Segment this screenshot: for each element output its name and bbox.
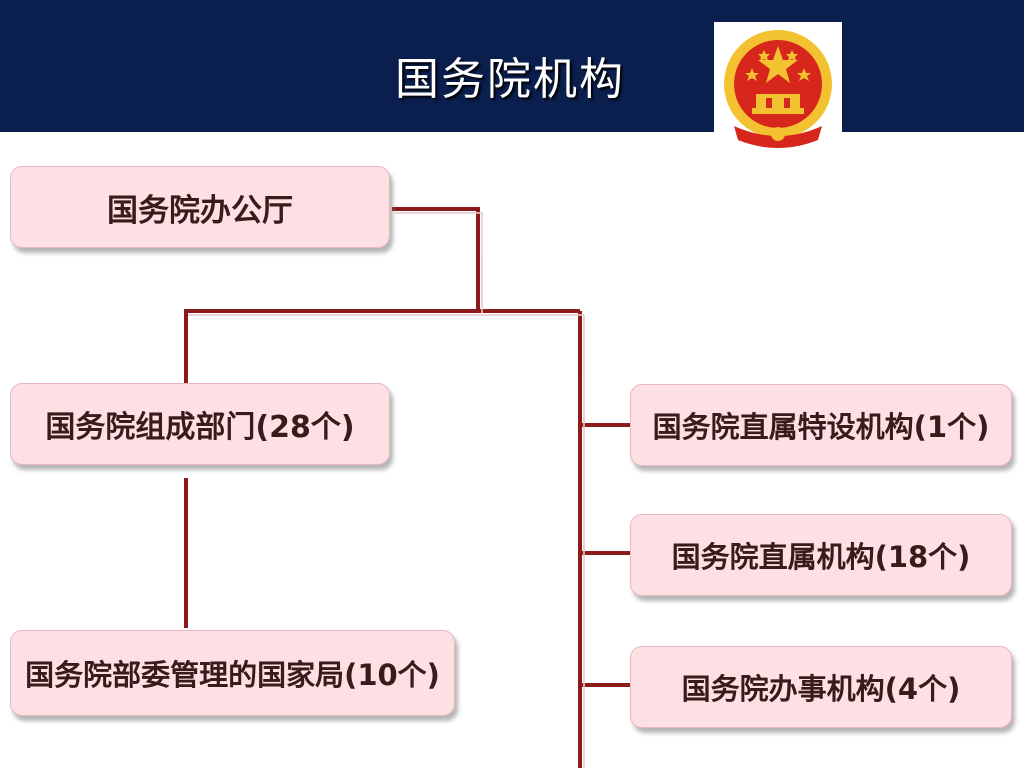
node-national-bureaus[interactable]: 国务院部委管理的国家局(10个) bbox=[10, 630, 455, 716]
emblem-small-star bbox=[797, 68, 811, 81]
emblem-gate-base bbox=[752, 108, 804, 114]
emblem-gear bbox=[771, 127, 785, 141]
connector-office bbox=[392, 207, 480, 309]
node-constituent-departments[interactable]: 国务院组成部门(28个) bbox=[10, 383, 390, 465]
emblem-small-star bbox=[745, 68, 759, 81]
node-directly-affiliated-organizations[interactable]: 国务院直属机构(18个) bbox=[630, 514, 1012, 596]
header-bar: 国务院机构 bbox=[0, 0, 1024, 132]
emblem-graphic bbox=[724, 30, 832, 148]
node-state-council-general-office[interactable]: 国务院办公厅 bbox=[10, 166, 390, 248]
emblem-small-star bbox=[786, 50, 798, 61]
emblem-small-star bbox=[758, 50, 770, 61]
emblem-big-star bbox=[758, 46, 798, 83]
national-emblem-icon bbox=[714, 22, 842, 154]
node-special-organization[interactable]: 国务院直属特设机构(1个) bbox=[630, 384, 1012, 466]
node-administrative-offices[interactable]: 国务院办事机构(4个) bbox=[630, 646, 1012, 728]
page-title: 国务院机构 bbox=[395, 54, 625, 105]
